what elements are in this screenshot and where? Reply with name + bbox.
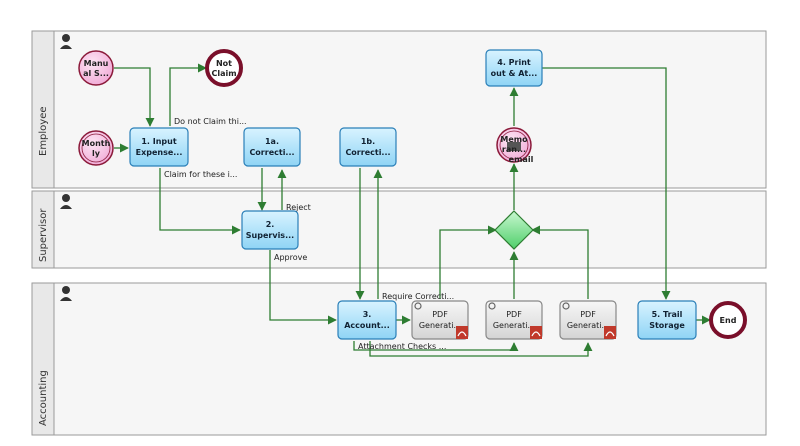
end-event-final-label: End — [720, 316, 737, 325]
task-correction-a-line1: 1a. — [265, 137, 279, 146]
task-input-expense[interactable]: 1. Input Expense... — [129, 127, 189, 167]
task-trail-storage[interactable]: 5. Trail Storage — [637, 300, 697, 340]
pdf1-line1: PDF — [432, 310, 448, 319]
task-printout-line2: out & At... — [491, 69, 538, 78]
flow-accounting-to-pdf2[interactable] — [353, 341, 519, 352]
gear-icon — [414, 302, 422, 310]
flow-label-require-correction: Require Correcti... — [382, 292, 454, 301]
pdf-icon — [456, 326, 468, 339]
gear-icon — [488, 302, 496, 310]
memo-line3: email — [509, 155, 534, 164]
sequence-flows — [114, 63, 711, 357]
flow-accounting-to-pdf3[interactable] — [369, 341, 593, 357]
pdf-icon — [604, 326, 616, 339]
envelope-icon — [507, 142, 521, 151]
task-correction-b[interactable]: 1b. Correcti... — [339, 127, 397, 167]
end-event-not-claim-line2: Claim — [211, 69, 236, 78]
flow-printout-to-storage[interactable] — [542, 67, 671, 300]
task-input-line2: Expense... — [136, 148, 183, 157]
flow-label-claim-for-these: Claim for these i... — [164, 170, 237, 179]
task-supervisor-line1: 2. — [266, 220, 275, 229]
gear-icon — [562, 302, 570, 310]
task-printout-line1: 4. Print — [497, 58, 531, 67]
flow-pdf1-to-gateway[interactable] — [439, 225, 497, 299]
flow-input-to-supervisor[interactable] — [159, 168, 241, 235]
lane-label-supervisor: Supervisor — [38, 208, 49, 262]
end-event-not-claim-line1: Not — [216, 59, 232, 68]
task-correction-b-line2: Correcti... — [345, 148, 390, 157]
lane-supervisor: Supervisor — [31, 190, 767, 269]
task-supervisor[interactable]: 2. Supervis... — [241, 210, 299, 250]
task-storage-line2: Storage — [649, 321, 685, 330]
flow-label-approve: Approve — [274, 253, 307, 262]
task-accounting-line1: 3. — [363, 310, 372, 319]
task-storage-line1: 5. Trail — [652, 310, 683, 319]
task-accounting[interactable]: 3. Account... — [337, 300, 397, 340]
flow-manual-to-input[interactable] — [114, 67, 155, 127]
pdf2-line2: Generati... — [493, 321, 535, 330]
lane-label-employee: Employee — [38, 106, 49, 156]
task-printout[interactable]: 4. Print out & At... — [485, 49, 543, 87]
start-event-monthly-line1: Month — [82, 139, 111, 148]
task-supervisor-line2: Supervis... — [246, 231, 294, 240]
task-pdf-generation-1[interactable]: PDF Generati... — [411, 300, 469, 340]
gateway-merge[interactable] — [494, 210, 534, 250]
start-event-manual[interactable]: Manu al S... — [78, 50, 114, 86]
person-icon — [60, 194, 72, 209]
pdf-icon — [530, 326, 542, 339]
start-event-manual-line2: al S... — [83, 69, 109, 78]
task-input-line1: 1. Input — [141, 137, 176, 146]
person-icon — [60, 286, 72, 301]
task-correction-a-line2: Correcti... — [249, 148, 294, 157]
task-correction-b-line1: 1b. — [361, 137, 375, 146]
task-pdf-generation-2[interactable]: PDF Generati... — [485, 300, 543, 340]
pdf3-line1: PDF — [580, 310, 596, 319]
flow-label-attachment-checks: Attachment Checks ... — [358, 342, 446, 351]
intermediate-event-memo[interactable]: Memo ran... email — [496, 127, 534, 164]
lane-label-accounting: Accounting — [38, 370, 49, 426]
start-event-monthly-line2: ly — [92, 149, 101, 158]
end-event-final[interactable]: End — [709, 301, 747, 339]
start-event-monthly[interactable]: Month ly — [78, 130, 114, 166]
end-event-not-claim[interactable]: Not Claim — [205, 49, 243, 87]
flow-label-do-not-claim: Do not Claim thi... — [174, 117, 247, 126]
pdf2-line1: PDF — [506, 310, 522, 319]
flow-supervisor-to-accounting[interactable] — [269, 250, 337, 325]
start-event-manual-line1: Manu — [84, 59, 109, 68]
flow-pdf3-to-gateway[interactable] — [531, 225, 589, 299]
memo-line2: ran... — [502, 145, 526, 154]
task-correction-a[interactable]: 1a. Correcti... — [243, 127, 301, 167]
task-pdf-generation-3[interactable]: PDF Generati... — [559, 300, 617, 340]
flow-input-to-notclaim[interactable] — [169, 63, 207, 126]
task-accounting-line2: Account... — [344, 321, 390, 330]
pdf3-line2: Generati... — [567, 321, 609, 330]
pdf1-line2: Generati... — [419, 321, 461, 330]
flow-label-reject: Reject — [286, 203, 311, 212]
person-icon — [60, 34, 72, 49]
memo-line1: Memo — [500, 135, 528, 144]
